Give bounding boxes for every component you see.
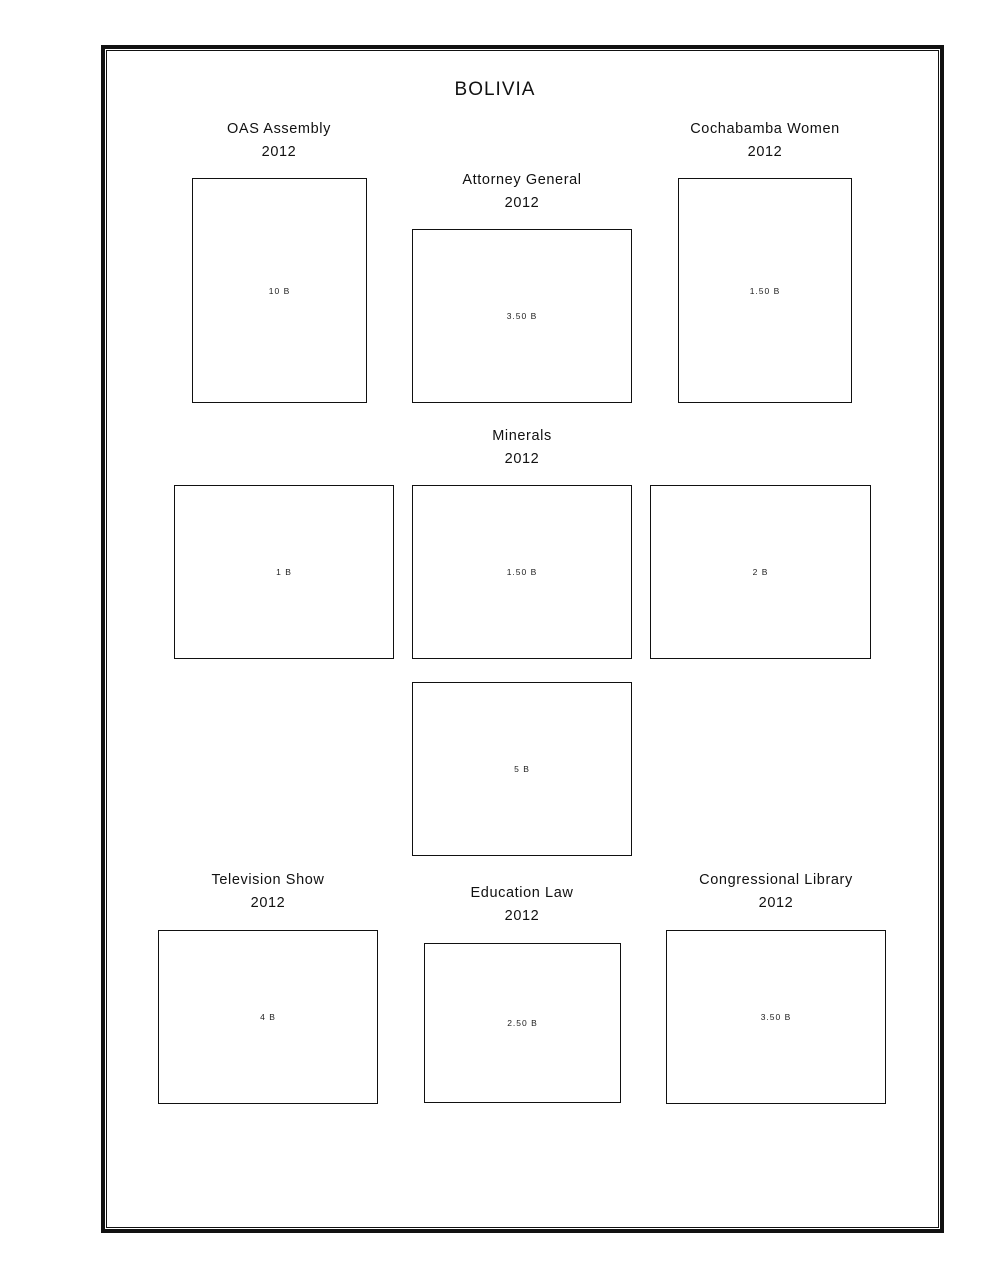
set-name: Minerals (492, 428, 552, 444)
page-inner-border (106, 50, 939, 1228)
set-label-television-show: Television Show 2012 (138, 869, 398, 915)
set-label-minerals: Minerals 2012 (392, 425, 652, 471)
set-year: 2012 (504, 195, 540, 211)
stamp-box-minerals-3: 2 B (650, 485, 871, 659)
set-name: Cochabamba Women (690, 121, 840, 137)
stamp-box-oas-assembly: 10 B (192, 178, 367, 403)
stamp-box-attorney-general: 3.50 B (412, 229, 632, 403)
set-name: Education Law (470, 885, 574, 901)
stamp-box-cochabamba-women: 1.50 B (678, 178, 852, 403)
stamp-denomination: 5 B (514, 764, 530, 774)
stamp-denomination: 3.50 B (506, 311, 538, 321)
set-label-congressional-library: Congressional Library 2012 (646, 869, 906, 915)
stamp-box-education-law: 2.50 B (424, 943, 621, 1103)
stamp-box-minerals-4: 5 B (412, 682, 632, 856)
set-year: 2012 (504, 451, 540, 467)
stamp-denomination: 1 B (276, 567, 292, 577)
set-year: 2012 (758, 895, 794, 911)
stamp-box-minerals-1: 1 B (174, 485, 394, 659)
set-label-cochabamba-women: Cochabamba Women 2012 (635, 118, 895, 164)
stamp-denomination: 1.50 B (506, 567, 538, 577)
set-year: 2012 (747, 144, 783, 160)
set-year: 2012 (261, 144, 297, 160)
set-name: Congressional Library (699, 872, 853, 888)
page-outer-border (101, 45, 944, 1233)
set-name: Attorney General (462, 172, 582, 188)
set-name: OAS Assembly (227, 121, 331, 137)
stamp-denomination: 3.50 B (760, 1012, 792, 1022)
stamp-denomination: 2 B (752, 567, 769, 577)
set-year: 2012 (250, 895, 286, 911)
set-label-attorney-general: Attorney General 2012 (392, 169, 652, 215)
set-label-education-law: Education Law 2012 (392, 882, 652, 928)
stamp-denomination: 4 B (260, 1012, 276, 1022)
page-title: BOLIVIA (454, 79, 536, 100)
stamp-denomination: 2.50 B (507, 1018, 538, 1028)
stamp-box-minerals-2: 1.50 B (412, 485, 632, 659)
set-year: 2012 (504, 908, 540, 924)
stamp-denomination: 10 B (268, 285, 291, 296)
stamp-denomination: 1.50 B (749, 285, 781, 296)
stamp-box-congressional-library: 3.50 B (666, 930, 886, 1104)
stamp-box-television-show: 4 B (158, 930, 378, 1104)
set-label-oas-assembly: OAS Assembly 2012 (149, 118, 409, 164)
set-name: Television Show (211, 872, 325, 888)
